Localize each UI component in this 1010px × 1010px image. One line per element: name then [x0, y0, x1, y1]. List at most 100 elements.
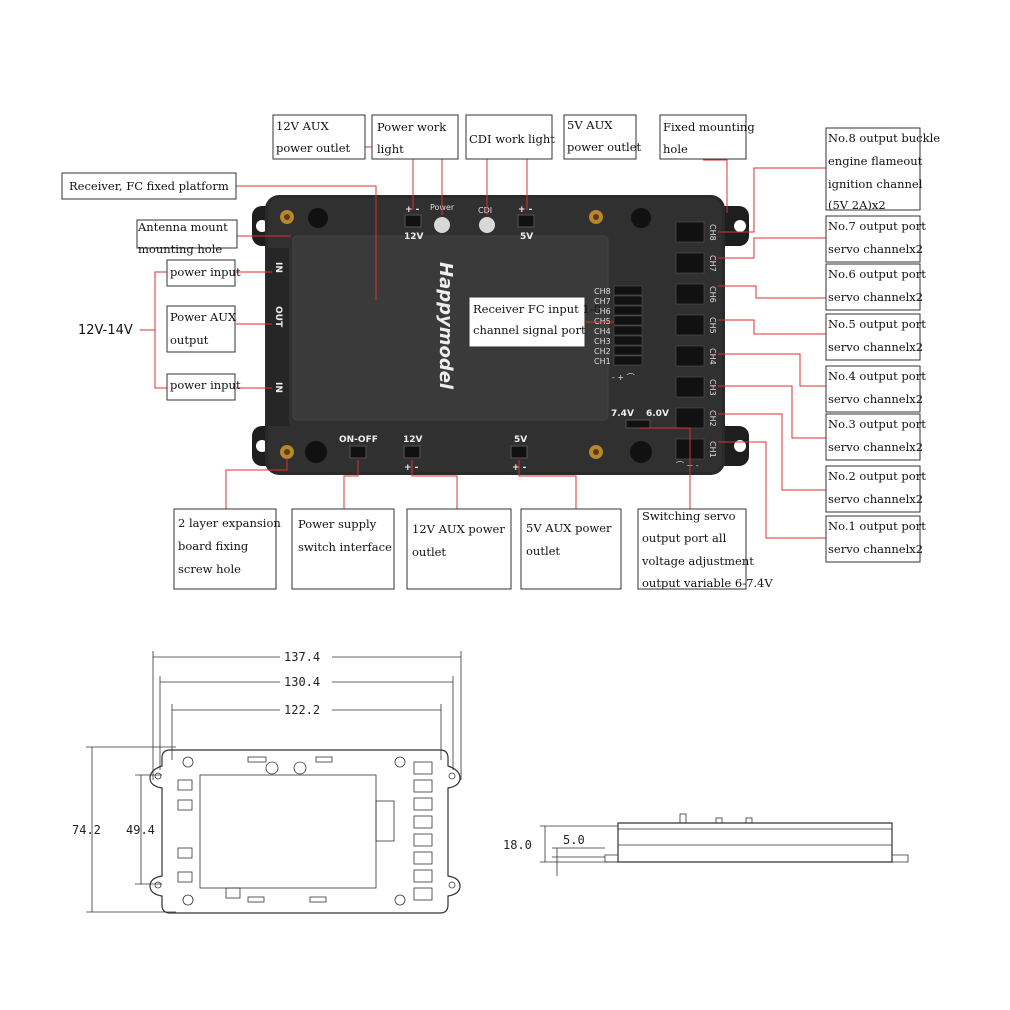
- output-channel-label: CH4: [708, 348, 717, 365]
- output-callout-line2: servo channelx2: [828, 242, 923, 256]
- output-callout-line1: No.6 output port: [828, 267, 926, 281]
- callout-servo-switch-2: output port all: [642, 531, 727, 545]
- input-channel-label: CH6: [594, 307, 611, 316]
- callout-5v-bottom-1: 5V AUX power: [526, 521, 612, 535]
- callouts: Receiver, FC fixed platform Antenna moun…: [61, 114, 940, 590]
- output-callout-box: [825, 465, 921, 513]
- output-header: [675, 314, 705, 336]
- output-header: [675, 376, 705, 398]
- drawing-output-header: [413, 869, 433, 883]
- drawing-output-header: [413, 779, 433, 793]
- callout-power-input-1: power input: [170, 265, 241, 279]
- output-callout-line2: servo channelx2: [828, 340, 923, 354]
- callout-receiver-input-1: Receiver FC input 1-8: [473, 302, 601, 316]
- output-callout-box: [825, 215, 921, 263]
- silk-6v0: 6.0V: [646, 409, 669, 419]
- silk-in-2: IN: [273, 382, 283, 393]
- callout-servo-switch-4: output variable 6-7.4V: [642, 576, 773, 590]
- input-pin-row: [613, 355, 643, 366]
- drawing-output-header: [413, 761, 433, 775]
- output-callout-line1: No.5 output port: [828, 317, 926, 331]
- callout-receiver-input-2: channel signal port: [473, 323, 586, 337]
- callout-12v-bottom-2: outlet: [412, 545, 446, 559]
- input-channel-label: CH3: [594, 337, 611, 346]
- power-led: [434, 217, 450, 233]
- callout-no8-3: ignition channel: [828, 177, 923, 191]
- callout-no8-4: (5V 2A)x2: [828, 198, 886, 212]
- output-channel-label: CH5: [708, 317, 717, 334]
- output-callout-line2: servo channelx2: [828, 440, 923, 454]
- callout-power-aux-1: Power AUX: [170, 310, 237, 324]
- output-channel-label: CH8: [708, 224, 717, 241]
- top-view-drawing: 137.4 130.4 122.2 74.2 49.4: [72, 648, 462, 914]
- callout-servo-switch-1: Switching servo: [642, 509, 736, 523]
- silk-7v4: 7.4V: [611, 409, 634, 419]
- output-callout-box: [825, 263, 921, 311]
- silk-in-1: IN: [273, 262, 283, 273]
- output-callout-box: [825, 365, 921, 413]
- output-header: [675, 283, 705, 305]
- input-pin-row: [613, 295, 643, 306]
- silk-plus-minus-1: + -: [405, 205, 420, 215]
- callout-power-light-1: Power work: [377, 120, 447, 134]
- silk-5v-top: 5V: [520, 232, 533, 242]
- drawing-output-header: [413, 797, 433, 811]
- 12v-aux-bottom-connector: [403, 445, 421, 459]
- voltage-jumper: [625, 419, 651, 429]
- callout-switch-2: switch interface: [298, 540, 392, 554]
- callout-power-aux-2: output: [170, 333, 209, 347]
- output-header: [675, 252, 705, 274]
- callout-servo-switch-3: voltage adjustment: [641, 554, 754, 568]
- brand-logo-text: Happymodel: [435, 262, 456, 390]
- input-channel-label: CH8: [594, 287, 611, 296]
- dim-137-4: 137.4: [284, 650, 320, 664]
- input-channel-label: CH4: [594, 327, 611, 336]
- callout-12v-bottom-1: 12V AUX power: [412, 522, 505, 536]
- input-pin-row: [613, 325, 643, 336]
- drawing-output-header: [413, 815, 433, 829]
- 5v-aux-top-connector: [517, 214, 535, 228]
- output-callout-line2: servo channelx2: [828, 492, 923, 506]
- output-callout-box: [825, 313, 921, 361]
- output-channel-label: CH6: [708, 286, 717, 303]
- silk-on-off: ON-OFF: [339, 435, 378, 445]
- callout-fixed-hole-2: hole: [663, 142, 688, 156]
- silk-cdi: CDI: [478, 206, 492, 215]
- input-pin-row: [613, 335, 643, 346]
- callout-expansion-2: board fixing: [178, 539, 249, 553]
- callout-power-input-2: power input: [170, 378, 241, 392]
- output-header: [675, 221, 705, 243]
- dim-122-2: 122.2: [284, 703, 320, 717]
- input-channel-label: CH2: [594, 347, 611, 356]
- dim-49-4: 49.4: [126, 823, 155, 837]
- callout-expansion-1: 2 layer expansion: [178, 516, 281, 530]
- silk-out: OUT: [273, 306, 283, 328]
- output-callout-line2: servo channelx2: [828, 290, 923, 304]
- drawing-output-header: [413, 833, 433, 847]
- drawing-output-header: [413, 887, 433, 901]
- silk-output-polarity: ⌒ + -: [676, 461, 699, 470]
- callout-5v-top-1: 5V AUX: [567, 118, 613, 132]
- callout-expansion-3: screw hole: [178, 562, 241, 576]
- silk-plus-minus-3: + -: [404, 463, 419, 473]
- output-callout-line1: No.4 output port: [828, 369, 926, 383]
- silk-5v-bottom: 5V: [514, 435, 527, 445]
- output-callout-box: [825, 413, 921, 461]
- input-pin-row: [613, 345, 643, 356]
- input-pin-row: [613, 315, 643, 326]
- input-pin-row: [613, 305, 643, 316]
- 5v-aux-bottom-connector: [510, 445, 528, 459]
- output-header: [675, 345, 705, 367]
- output-channel-label: CH1: [708, 441, 717, 458]
- callout-12v-top-1: 12V AUX: [276, 119, 330, 133]
- dim-18-0: 18.0: [503, 838, 532, 852]
- input-pin-row: [613, 285, 643, 296]
- callout-fixed-hole-1: Fixed mounting: [663, 120, 755, 134]
- output-callout-box: [825, 515, 921, 563]
- output-callout-line1: No.2 output port: [828, 469, 926, 483]
- input-channel-label: CH1: [594, 357, 611, 366]
- callout-no8-2: engine flameout: [828, 154, 923, 168]
